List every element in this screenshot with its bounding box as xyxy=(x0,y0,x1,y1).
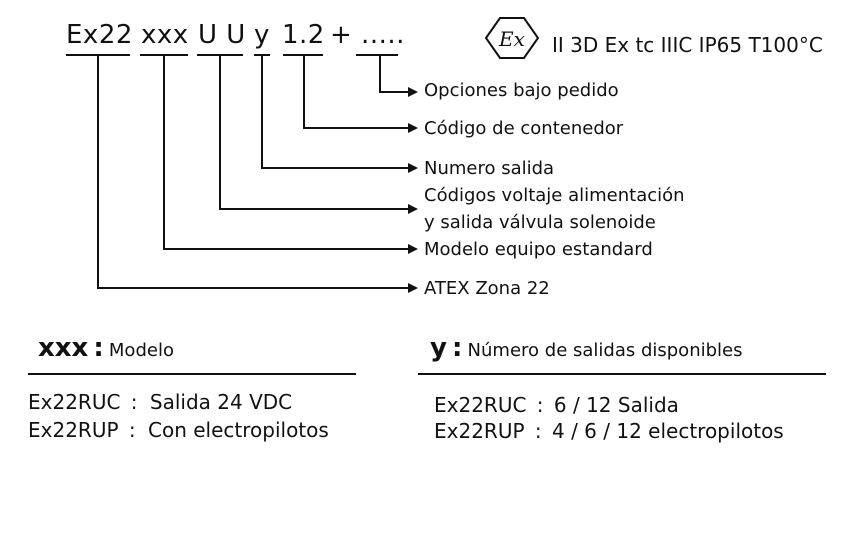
code-model: xxx xyxy=(141,20,189,50)
label-options: Opciones bajo pedido xyxy=(424,80,619,101)
code-options: + ..... xyxy=(330,20,405,50)
code-prefix: Ex22 xyxy=(66,20,133,50)
leader-model xyxy=(163,55,410,250)
model-row-desc: Con electropilotos xyxy=(148,418,329,442)
outputs-section-separator: : xyxy=(452,333,463,363)
leader-container xyxy=(303,55,410,129)
leader-options xyxy=(379,55,410,93)
outputs-row-code: Ex22RUP xyxy=(434,419,525,443)
model-section-title: Modelo xyxy=(108,340,174,361)
model-row-code: Ex22RUC xyxy=(28,390,121,414)
leader-prefix xyxy=(97,55,410,289)
model-section-separator: : xyxy=(93,333,104,363)
code-container: 1.2 xyxy=(282,20,325,50)
leader-outputs xyxy=(261,55,410,169)
arrow-outputs xyxy=(408,163,418,173)
outputs-row-desc: 6 / 12 Salida xyxy=(553,393,679,417)
model-row-sep: : xyxy=(130,390,138,414)
outputs-section-title: Número de salidas disponibles xyxy=(467,340,743,361)
model-section-header: xxx : Modelo xyxy=(38,333,174,363)
label-voltage-1: Códigos voltaje alimentación xyxy=(424,185,685,206)
certification-text: II 3D Ex tc IIIC IP65 T100°C xyxy=(552,33,823,57)
arrow-prefix xyxy=(408,283,418,293)
arrow-options xyxy=(408,87,418,97)
ex-symbol-text: Ex xyxy=(498,27,525,51)
leader-voltage xyxy=(219,55,410,210)
label-model: Modelo equipo estandard xyxy=(424,239,653,260)
model-row-desc: Salida 24 VDC xyxy=(149,390,293,414)
model-section-key: xxx xyxy=(38,333,89,363)
code-voltage: U U xyxy=(198,20,246,50)
outputs-section-header: y : Número de salidas disponibles xyxy=(430,333,743,363)
outputs-row: Ex22RUC : 6 / 12 Salida xyxy=(434,393,679,417)
label-container: Código de contenedor xyxy=(424,118,624,139)
outputs-row-code: Ex22RUC xyxy=(434,393,527,417)
label-voltage-2: y salida válvula solenoide xyxy=(424,212,656,233)
outputs-row: Ex22RUP : 4 / 6 / 12 electropilotos xyxy=(434,419,784,443)
ex-symbol-icon: Ex xyxy=(484,17,540,59)
arrow-container xyxy=(408,123,418,133)
outputs-row-sep: : xyxy=(536,393,544,417)
arrow-model xyxy=(408,244,418,254)
label-prefix: ATEX Zona 22 xyxy=(424,278,550,299)
outputs-row-sep: : xyxy=(534,419,542,443)
code-outputs: y xyxy=(254,20,270,50)
model-row-code: Ex22RUP xyxy=(28,418,119,442)
label-outputs: Numero salida xyxy=(424,158,555,179)
outputs-row-desc: 4 / 6 / 12 electropilotos xyxy=(552,419,784,443)
arrow-voltage xyxy=(408,204,418,214)
outputs-section-key: y xyxy=(430,333,447,363)
model-row-sep: : xyxy=(128,418,136,442)
model-row: Ex22RUP : Con electropilotos xyxy=(28,418,329,442)
model-row: Ex22RUC : Salida 24 VDC xyxy=(28,390,292,414)
